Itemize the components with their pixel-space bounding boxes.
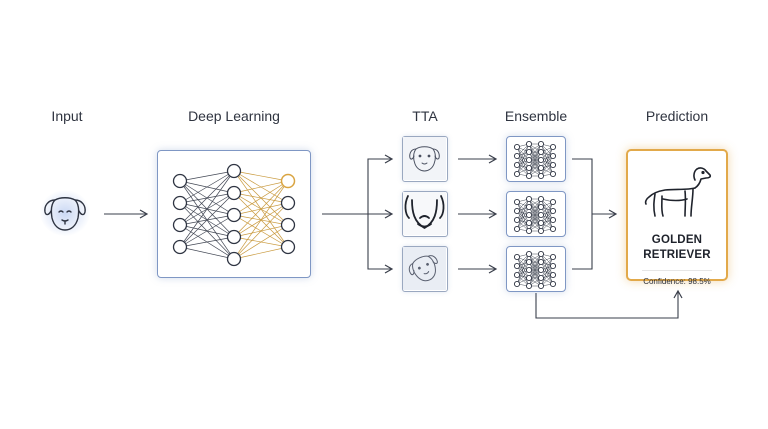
prediction-card: GOLDEN RETRIEVER Confidence: 98.5% (626, 149, 728, 286)
neural-network-icon (513, 140, 557, 180)
stage-label-ensemble: Ensemble (504, 108, 568, 124)
dog-silhouette-icon (644, 167, 712, 217)
ensemble-model-2 (506, 191, 566, 237)
ensemble-merge-bracket (572, 158, 593, 270)
stage-label-deep-learning: Deep Learning (188, 108, 280, 124)
arrow-feedback (535, 289, 683, 319)
prediction-divider (642, 270, 712, 271)
tta-box-1 (402, 136, 448, 182)
prediction-label-line1: GOLDEN (651, 234, 703, 246)
tta-box-3 (402, 246, 448, 292)
ensemble-model-3 (506, 246, 566, 292)
arrow-dl-to-tta-bottom (367, 214, 394, 274)
dog-face-icon (44, 197, 86, 231)
dog-face-rotated-icon (403, 247, 446, 290)
tta-box-2 (402, 191, 448, 237)
stage-label-tta: TTA (412, 108, 438, 124)
stage-label-prediction: Prediction (645, 108, 709, 124)
prediction-label-line2: RETRIEVER (643, 249, 711, 261)
arrow-dl-to-tta-top (367, 154, 394, 214)
prediction-confidence: Confidence: 98.5% (643, 277, 711, 286)
deep-learning-box (157, 150, 311, 278)
dog-face-icon (403, 137, 446, 180)
neural-network-icon (513, 250, 557, 290)
neural-network-icon (513, 195, 557, 235)
dog-face-closeup-icon (403, 192, 446, 235)
ensemble-model-1 (506, 136, 566, 182)
stage-label-input: Input (51, 108, 83, 124)
neural-network-icon (172, 163, 296, 267)
prediction-label: GOLDEN RETRIEVER (628, 233, 726, 263)
